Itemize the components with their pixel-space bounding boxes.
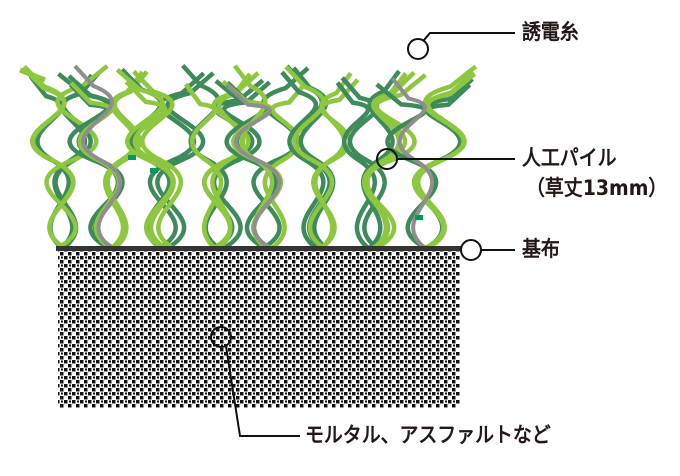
label-conductive-yarn: 誘電糸 xyxy=(522,20,579,44)
pile-fiber-light xyxy=(262,80,308,250)
substrate-layer xyxy=(58,251,460,408)
callouts xyxy=(210,32,515,437)
pile-fiber-dark xyxy=(280,70,326,250)
fiber-binding-mark xyxy=(128,155,136,160)
conductive-yarn-fiber xyxy=(225,83,282,250)
fiber-binding-mark xyxy=(415,215,423,220)
pile-fiber-light xyxy=(19,67,46,83)
callout-line-substrate xyxy=(225,345,300,437)
pile-fiber-dark xyxy=(335,81,377,250)
label-pile-height: （草丈13mm） xyxy=(526,176,668,200)
pile-fiber-light xyxy=(44,64,109,250)
pile-fiber-light xyxy=(311,78,360,250)
pile-fiber-light xyxy=(363,73,427,250)
callout-circle-conductive-yarn xyxy=(407,38,429,60)
pile-fiber-dark xyxy=(361,69,401,250)
pile-fiber-light xyxy=(183,82,224,250)
pile-fiber-light xyxy=(210,72,252,250)
pile-fiber-light xyxy=(115,68,175,250)
conductive-yarn-fiber xyxy=(73,64,123,250)
callout-circle-base-fabric xyxy=(460,239,482,261)
callout-line-conductive-yarn xyxy=(423,32,515,41)
label-substrate: モルタル、アスファルトなど xyxy=(305,423,551,447)
pile-fiber-light xyxy=(132,69,184,250)
base-fabric-line xyxy=(56,246,462,251)
label-artificial-pile: 人工パイル xyxy=(522,146,617,170)
pile-fiber-dark xyxy=(155,71,215,250)
fiber-binding-mark xyxy=(150,168,158,173)
pile-fiber-light xyxy=(21,66,76,250)
callout-circle-substrate xyxy=(210,326,232,348)
pile-fiber-dark xyxy=(211,80,272,250)
artificial-pile-fibers xyxy=(19,63,478,250)
label-base-fabric: 基布 xyxy=(522,237,560,261)
